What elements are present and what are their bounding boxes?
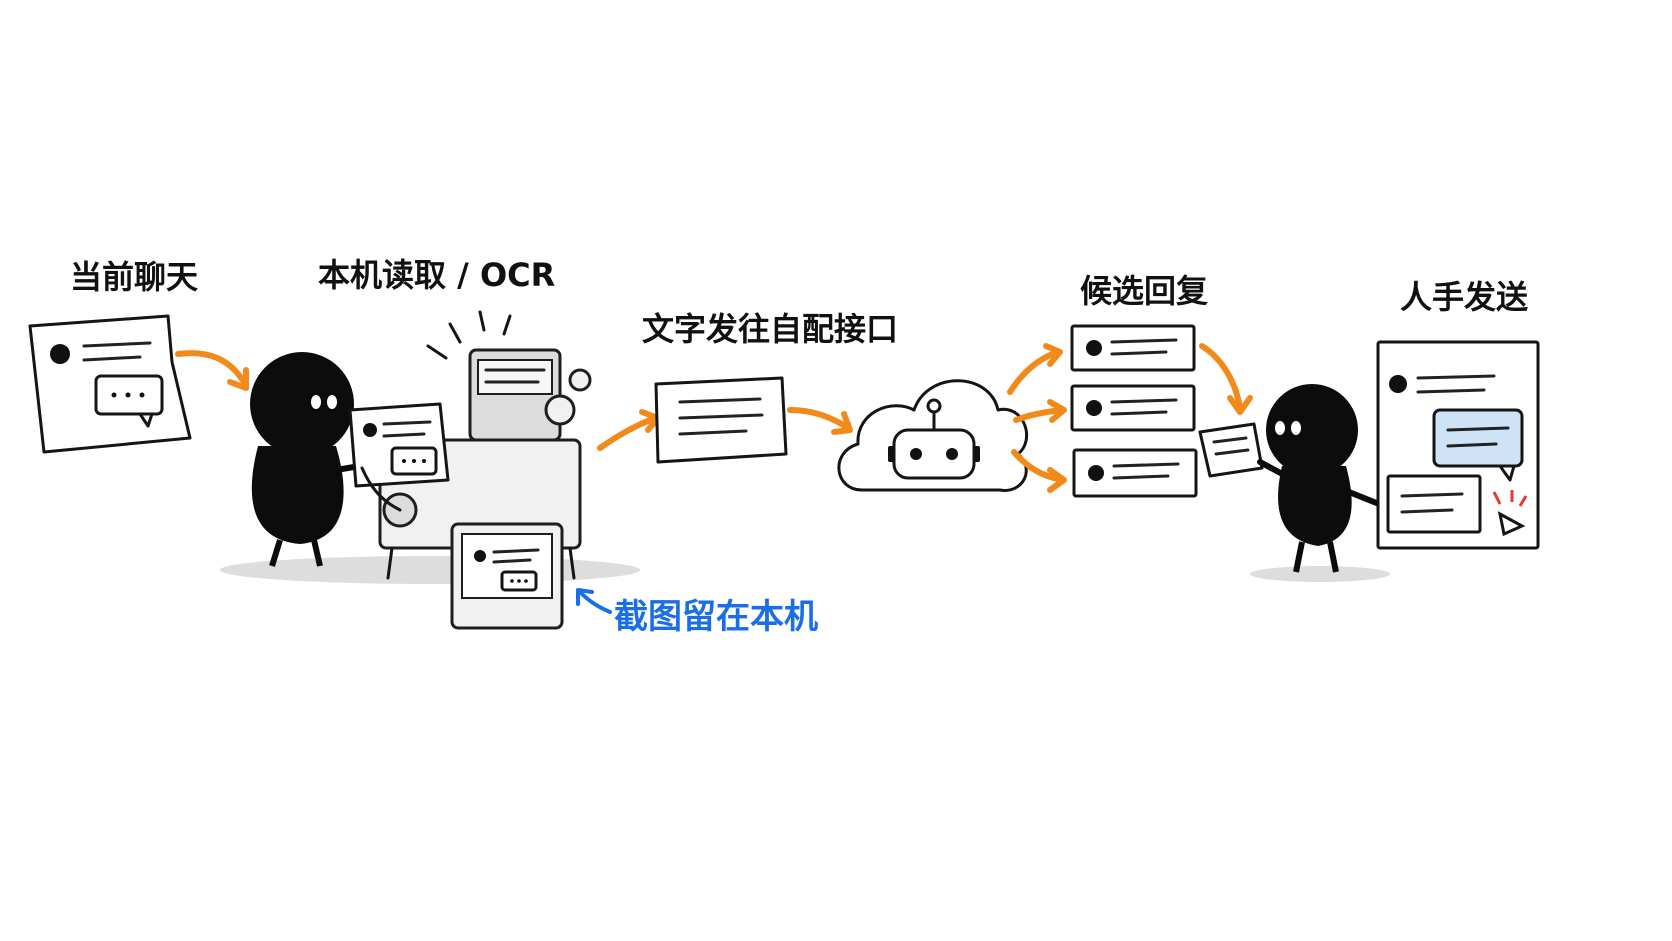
cloud-api (837, 379, 1029, 492)
arrows-api-to-candidates (1007, 343, 1067, 493)
note-arrow (578, 590, 612, 614)
arrow-chat-to-ocr (175, 350, 249, 391)
person-sender (1257, 384, 1387, 573)
note-screenshot-local: 截图留在本机 (614, 597, 818, 637)
arrow-ocr-to-text (597, 409, 661, 451)
robot-icon (888, 398, 980, 480)
label-local-ocr: 本机读取 / OCR (318, 256, 555, 294)
candidate-card (1070, 324, 1196, 372)
candidate-replies (1070, 324, 1198, 498)
person-operator (250, 352, 363, 567)
label-current-chat: 当前聊天 (70, 258, 198, 296)
send-icon (1497, 511, 1526, 537)
draft-box (1386, 474, 1482, 534)
label-send-text: 文字发往自配接口 (642, 310, 898, 348)
label-candidates: 候选回复 (1080, 272, 1208, 310)
ocr-station (220, 310, 640, 630)
text-document (654, 376, 788, 464)
candidate-card (1072, 448, 1198, 498)
label-manual-send: 人手发送 (1400, 278, 1528, 316)
avatar-icon (50, 344, 70, 364)
manual-send-station (1198, 340, 1540, 582)
arrow-candidate-to-person (1199, 343, 1253, 415)
reply-bubble (1432, 408, 1524, 468)
chat-document (28, 314, 192, 454)
candidate-card (1070, 384, 1196, 432)
arrow-text-to-api (787, 407, 853, 435)
